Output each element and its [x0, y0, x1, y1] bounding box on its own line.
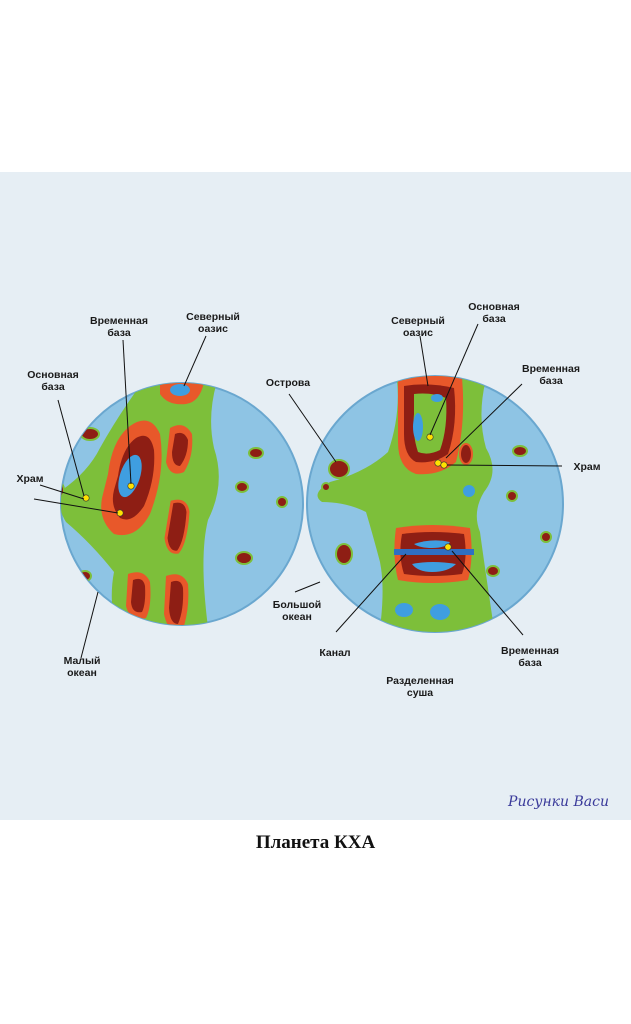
left-island [61, 481, 65, 499]
right-temp-base-top [459, 443, 473, 465]
right-temp-base-bottom-marker [444, 543, 452, 551]
left-island [80, 427, 100, 441]
right-north-oasis-green [413, 393, 447, 454]
left-island [276, 496, 288, 508]
right-land-lake [463, 485, 475, 497]
right-island [506, 490, 518, 502]
left-island [235, 551, 253, 565]
right-canal-lake-top [414, 540, 450, 548]
label-temple-left: Храм [16, 473, 43, 485]
right-island [321, 482, 331, 492]
right-island [540, 531, 552, 543]
left-base-lake [118, 454, 142, 498]
right-oasis-lake-2 [431, 394, 443, 402]
artist-signature: Рисунки Васи [508, 794, 609, 810]
label-canal: Канал [319, 647, 350, 659]
left-dark-strip [164, 499, 190, 554]
left-temple-marker [82, 494, 90, 502]
right-island [335, 543, 353, 565]
right-canal-lake-bottom [412, 562, 456, 572]
right-temple-marker-2 [440, 461, 448, 469]
left-island [235, 481, 249, 493]
right-temple-marker [434, 459, 442, 467]
right-island [512, 445, 528, 457]
left-base-east-inner [172, 432, 188, 466]
right-oasis-lake [413, 413, 423, 441]
label-islands: Острова [266, 377, 310, 389]
right-island [328, 459, 350, 479]
canal [394, 549, 474, 555]
right-leader-lines [288, 323, 563, 636]
page-caption: Планета КХА [255, 832, 376, 853]
left-lower-base-2-inner [169, 580, 184, 624]
left-oasis-lake [170, 384, 190, 396]
label-temple-right: Храм [573, 461, 600, 473]
left-leader-lines [33, 335, 207, 659]
left-lower-base-1-inner [131, 578, 146, 613]
right-lake [395, 603, 413, 617]
left-island [78, 570, 92, 582]
right-island [486, 565, 500, 577]
right-lake [430, 604, 450, 620]
left-island [248, 447, 264, 459]
